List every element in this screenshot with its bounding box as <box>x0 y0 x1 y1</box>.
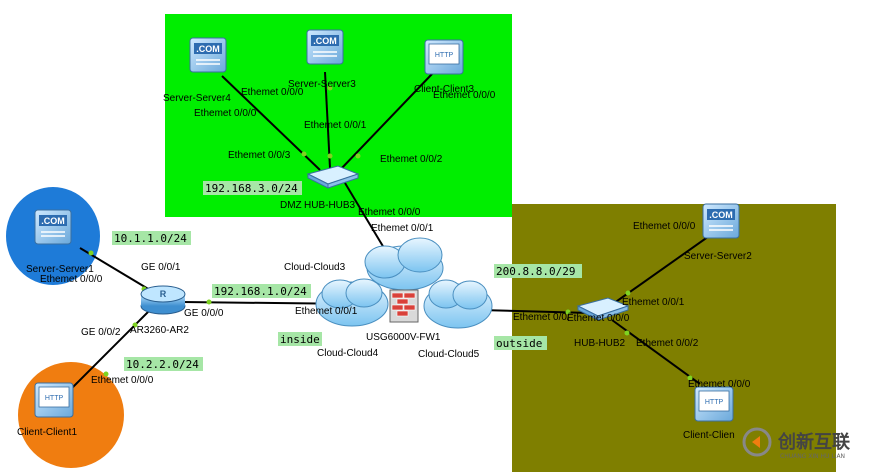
firewall-icon[interactable] <box>389 289 419 323</box>
server4-icon[interactable]: .COM <box>189 37 227 73</box>
port-dots <box>88 85 693 381</box>
name-client1: Client-Client1 <box>17 427 77 438</box>
net-client1: 10.2.2.0/24 <box>126 358 199 371</box>
server3-icon[interactable]: .COM <box>306 29 344 65</box>
port-hub2-eth2: Ethemet 0/0/2 <box>636 338 699 349</box>
svg-text:.COM: .COM <box>41 216 65 226</box>
watermark-text: 创新互联 <box>777 431 850 453</box>
name-server4: Server-Server4 <box>163 93 231 104</box>
net-outside: 200.8.8.0/29 <box>496 265 575 278</box>
server2-icon[interactable]: .COM <box>702 203 740 239</box>
port-r-ge000: GE 0/0/0 <box>184 308 224 319</box>
zone-label-dmz: DMZ <box>280 200 302 211</box>
name-firewall: USG6000V-FW1 <box>366 332 441 343</box>
port-s4: Ethemet 0/0/0 <box>241 87 304 98</box>
port-cloud4-eth1: Ethemet 0/0/1 <box>295 306 358 317</box>
client1-icon[interactable]: HTTP <box>34 382 74 418</box>
svg-text:.COM: .COM <box>709 210 733 220</box>
name-router: AR3260-AR2 <box>130 325 189 336</box>
port-labels: Ethemet 0/0/0 Ethemet 0/0/0 Ethemet 0/0/… <box>40 87 751 390</box>
svg-text:HTTP: HTTP <box>45 395 64 402</box>
port-hub3-eth2: Ethemet 0/0/2 <box>380 154 443 165</box>
link-server3-hub3 <box>324 71 331 169</box>
name-cloud5: Cloud-Cloud5 <box>418 349 480 360</box>
port-s1: Ethemet 0/0/0 <box>40 274 103 285</box>
port-hub2-eth1: Ethemet 0/0/1 <box>622 297 685 308</box>
net-server1: 10.1.1.0/24 <box>114 232 187 245</box>
svg-text:.COM: .COM <box>196 44 220 54</box>
watermark-icon <box>742 427 772 457</box>
net-router-fw: 192.168.1.0/24 <box>214 285 307 298</box>
hub3-icon[interactable] <box>306 165 360 189</box>
cloud4-icon[interactable] <box>315 278 389 327</box>
name-hub3: HUB-HUB3 <box>304 200 356 211</box>
name-server2: Server-Server2 <box>684 251 752 262</box>
name-client3: Client-Client3 <box>414 84 474 95</box>
port-cloud3-eth1: Ethemet 0/0/1 <box>371 223 434 234</box>
client3-icon[interactable]: HTTP <box>424 39 464 75</box>
port-cloud5: Ethemet 0/0/ <box>513 312 570 323</box>
network-labels: 192.168.3.0/24 10.1.1.0/24 192.168.1.0/2… <box>112 181 582 371</box>
svg-text:.COM: .COM <box>313 36 337 46</box>
outside-zone <box>512 204 836 472</box>
link-fw-hub2 <box>479 309 591 314</box>
port-hub3-eth1: Ethemet 0/0/1 <box>304 120 367 131</box>
link-client3-hub3 <box>339 73 433 171</box>
name-cloud3: Cloud-Cloud3 <box>284 262 346 273</box>
port-c1: Ethemet 0/0/0 <box>91 375 154 386</box>
net-dmz: 192.168.3.0/24 <box>205 182 298 195</box>
name-server1: Server-Server1 <box>26 264 94 275</box>
svg-text:HTTP: HTTP <box>435 52 454 59</box>
port-c3: Ethemet 0/0/0 <box>433 90 496 101</box>
device-names: Server-Server4 Server-Server3 Client-Cli… <box>17 79 752 441</box>
hub2-icon[interactable] <box>576 297 630 321</box>
port-hub3-eth0: Ethemet 0/0/0 <box>358 207 421 218</box>
link-hub3-cloud <box>344 182 391 259</box>
svg-text:HTTP: HTTP <box>705 399 724 406</box>
port-c2: Ethemet 0/0/0 <box>688 379 751 390</box>
svg-text:R: R <box>160 289 167 299</box>
port-hub3-eth3: Ethemet 0/0/3 <box>228 150 291 161</box>
watermark-subtext: CHUANG XIN HU LIAN <box>780 453 845 460</box>
port-s2: Ethemet 0/0/0 <box>633 221 696 232</box>
client2-icon[interactable]: HTTP <box>694 386 734 422</box>
server1-icon[interactable]: .COM <box>34 209 72 245</box>
zone-label-inside: inside <box>280 333 320 346</box>
port-r-ge001: GE 0/0/1 <box>141 262 181 273</box>
port-hub3-s4: Ethemet 0/0/0 <box>194 108 257 119</box>
router-icon[interactable]: R <box>140 285 186 315</box>
watermark-logo: 创新互联 CHUANG XIN HU LIAN <box>742 427 850 460</box>
port-hub2-eth0: Ethemet 0/0/0 <box>567 313 630 324</box>
name-cloud4: Cloud-Cloud4 <box>317 348 379 359</box>
name-server3: Server-Server3 <box>288 79 356 90</box>
zone-label-outside: outside <box>496 337 542 350</box>
port-r-ge002: GE 0/0/2 <box>81 327 121 338</box>
name-hub2: HUB-HUB2 <box>574 338 626 349</box>
cloud5-icon[interactable] <box>423 279 493 329</box>
cloud3-icon[interactable] <box>364 237 444 291</box>
name-client2: Client-Clien <box>683 430 735 441</box>
